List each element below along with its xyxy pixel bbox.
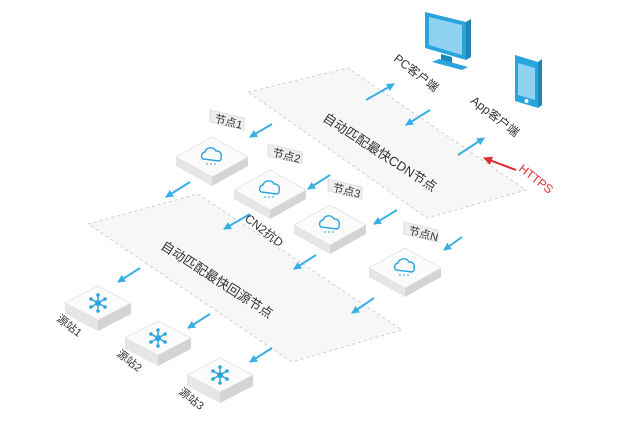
arrow-to-node3 (373, 209, 398, 225)
cdn-node: 节点3 (293, 178, 367, 254)
arrow-pc-to-band (405, 109, 431, 126)
pc-client: PC客户端 (391, 12, 471, 95)
arrow-band-to-pc (365, 83, 395, 101)
origin-site: 源站1 (54, 285, 132, 340)
arrow-node1-to-origin (165, 181, 191, 198)
network-hub-icon (89, 293, 107, 313)
cdn-band: 自动匹配最快CDN节点 (246, 67, 528, 219)
arrow-to-origin3 (249, 347, 273, 363)
pc-client-label: PC客户端 (391, 51, 442, 95)
cloud-icon (318, 215, 340, 233)
network-hub-icon (149, 328, 167, 348)
monitor-icon (425, 12, 471, 70)
arrow-node3-to-origin (293, 254, 317, 270)
arrow-node2-to-origin (223, 213, 251, 230)
arrow-to-node2 (307, 174, 331, 190)
arrow-nodeN-to-origin (351, 297, 375, 314)
arrow-to-nodeN (443, 236, 463, 251)
cloud-icon (200, 147, 222, 165)
cdn-node: 节点N (368, 221, 442, 297)
app-client-label: App客户端 (468, 93, 522, 140)
phone-icon (515, 55, 542, 108)
app-client: App客户端 (468, 55, 542, 140)
arrow-to-node1 (249, 123, 273, 138)
arrow-band-to-app (457, 137, 485, 156)
cloud-icon (393, 258, 415, 276)
arrow-to-origin2 (187, 313, 211, 329)
https-label: HTTPS (516, 161, 556, 196)
network-hub-icon (211, 365, 229, 385)
origin-site: 源站3 (176, 357, 254, 413)
cdn-node: 节点1 (175, 109, 249, 186)
https-arrow (483, 156, 517, 171)
origin-site: 源站2 (114, 320, 192, 375)
arrow-to-origin1 (117, 267, 141, 283)
cloud-icon (258, 180, 280, 198)
